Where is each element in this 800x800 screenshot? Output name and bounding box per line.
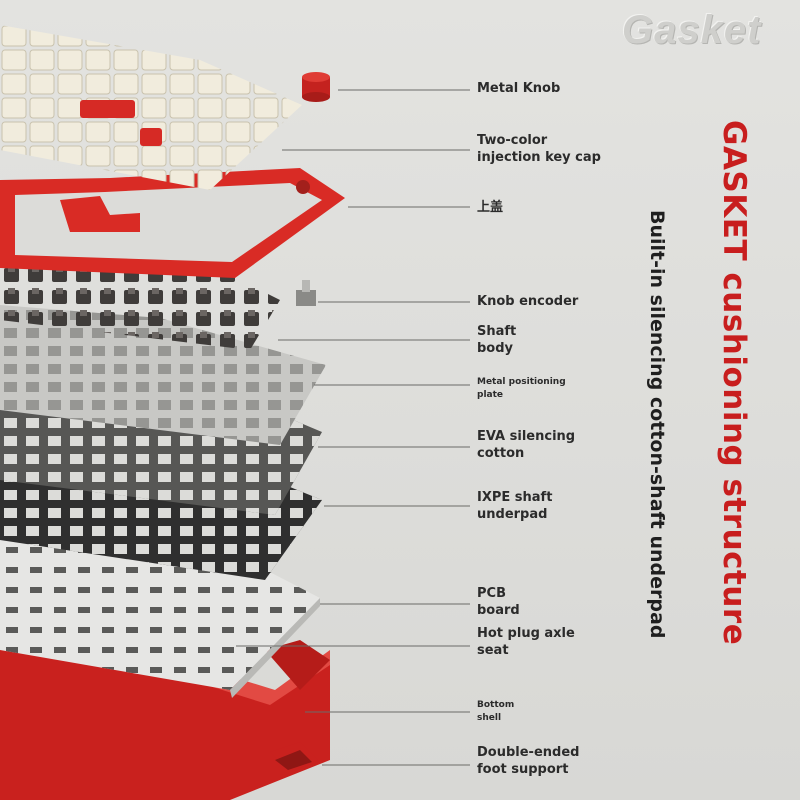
label-foot-support: Double-ended foot support [477, 745, 580, 777]
top-cover-part [0, 168, 345, 278]
label-pcb-board: PCB board [477, 586, 520, 618]
title-sub: Built-in silencing cotton-shaft underpad [646, 210, 668, 639]
leader-lines [236, 89, 470, 766]
positioning-plate-part [0, 305, 326, 445]
label-eva-cotton: EVA silencing cotton [477, 429, 576, 461]
foot-support-part [270, 742, 318, 772]
label-metal-knob: Metal Knob [477, 81, 561, 96]
label-positioning-plate: Metal positioning plate [477, 377, 566, 400]
metal-knob-part [302, 72, 330, 102]
label-hot-plug-seat: Hot plug axle seat [477, 626, 575, 658]
label-top-cover: 上盖 [477, 200, 504, 215]
label-knob-encoder: Knob encoder [477, 294, 579, 309]
brand-logo: Gasket [622, 8, 762, 52]
label-bottom-shell: Bottom shell [477, 700, 515, 723]
keycaps-part [0, 25, 302, 190]
label-shaft-body: Shaft body [477, 324, 517, 356]
knob-encoder-part [296, 280, 316, 306]
label-ixpe-underpad: IXPE shaft underpad [477, 490, 553, 522]
label-keycap: Two-color injection key cap [477, 133, 601, 165]
title-main: GASKET cushioning structure [716, 120, 752, 646]
